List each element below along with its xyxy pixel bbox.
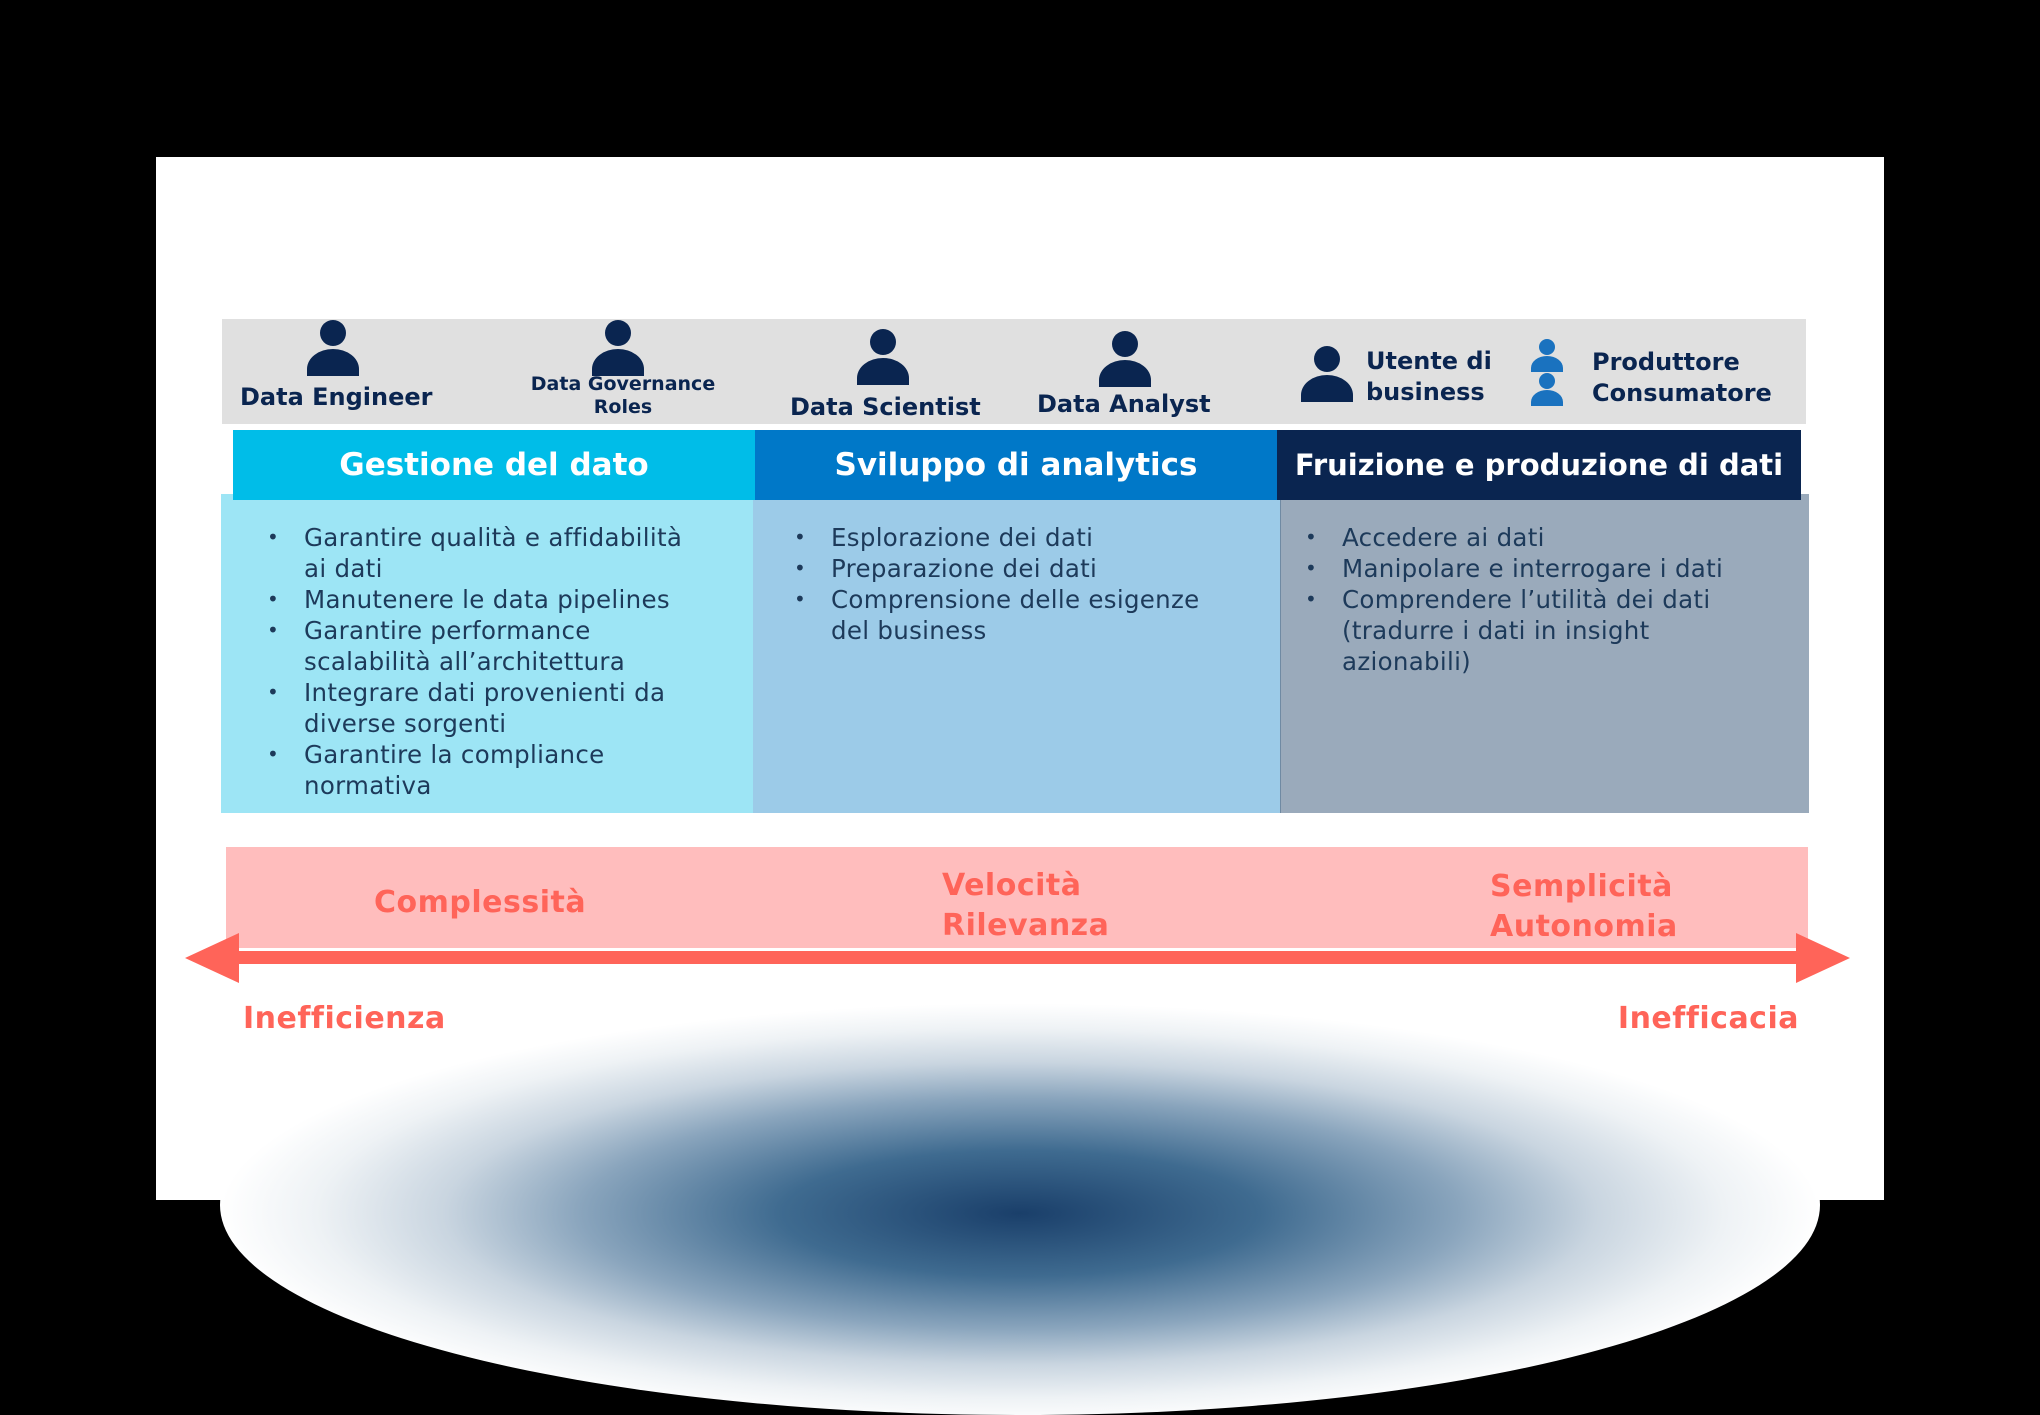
list-item: •Manipolare e interrogare i dati xyxy=(1305,554,1724,583)
person-icon xyxy=(857,329,909,385)
spectrum-band xyxy=(226,847,1808,948)
role-data-scientist: Data Scientist xyxy=(790,393,981,421)
spectrum-arrow-shaft xyxy=(210,951,1830,964)
spectrum-right-line: Semplicità xyxy=(1490,869,1673,904)
list-item: •Manutenere le data pipelines xyxy=(267,585,670,614)
role-label-line: Roles xyxy=(593,396,653,418)
column-header-analytics: Sviluppo di analytics xyxy=(755,430,1277,500)
role-label-line: Data Governance xyxy=(530,373,716,395)
column-header-gestione: Gestione del dato xyxy=(233,430,755,500)
left-extreme-label: Inefficienza xyxy=(243,1001,446,1036)
column-body-analytics: •Esplorazione dei dati •Preparazione dei… xyxy=(753,494,1280,813)
role-data-governance: Data Governance Roles xyxy=(523,373,723,419)
right-extreme-label: Inefficacia xyxy=(1617,1001,1799,1036)
bullet-list: •Esplorazione dei dati •Preparazione dei… xyxy=(794,522,1200,646)
role-label-line: Produttore xyxy=(1592,348,1740,376)
role-data-engineer: Data Engineer xyxy=(240,383,433,411)
spectrum-center-label: Velocità Rilevanza xyxy=(942,866,1109,946)
person-icon xyxy=(1099,331,1151,387)
list-item: •Esplorazione dei dati xyxy=(794,523,1094,552)
role-label-line: business xyxy=(1366,378,1485,406)
spectrum-left-label: Complessità xyxy=(374,885,587,920)
roles-bar xyxy=(222,319,1806,424)
role-business-user: Utente di business xyxy=(1366,346,1492,408)
person-icon xyxy=(1301,346,1353,402)
column-body-fruizione: •Accedere ai dati •Manipolare e interrog… xyxy=(1280,494,1809,813)
role-label-line: Utente di xyxy=(1366,347,1492,375)
spectrum-center-line: Velocità xyxy=(942,868,1082,903)
list-item: •Accedere ai dati xyxy=(1305,523,1545,552)
arrow-right-icon xyxy=(1796,933,1850,983)
background-dome xyxy=(220,995,1820,1415)
column-header-fruizione: Fruizione e produzione di dati xyxy=(1277,430,1801,500)
list-item: •Preparazione dei dati xyxy=(794,554,1098,583)
arrow-left-icon xyxy=(185,933,239,983)
consumer-person-icon xyxy=(1531,373,1563,406)
person-icon xyxy=(592,320,644,376)
list-item: •Comprendere l’utilità dei dati(tradurre… xyxy=(1305,585,1711,676)
role-data-analyst: Data Analyst xyxy=(1037,390,1211,418)
person-icon xyxy=(307,320,359,376)
spectrum-center-line: Rilevanza xyxy=(942,908,1110,943)
bullet-list: •Accedere ai dati •Manipolare e interrog… xyxy=(1305,522,1724,677)
spectrum-right-line: Autonomia xyxy=(1490,909,1678,944)
role-label-line: Consumatore xyxy=(1592,379,1772,407)
spectrum-right-label: Semplicità Autonomia xyxy=(1490,867,1678,947)
producer-person-icon xyxy=(1531,339,1563,372)
role-producer-consumer: Produttore Consumatore xyxy=(1592,347,1772,409)
